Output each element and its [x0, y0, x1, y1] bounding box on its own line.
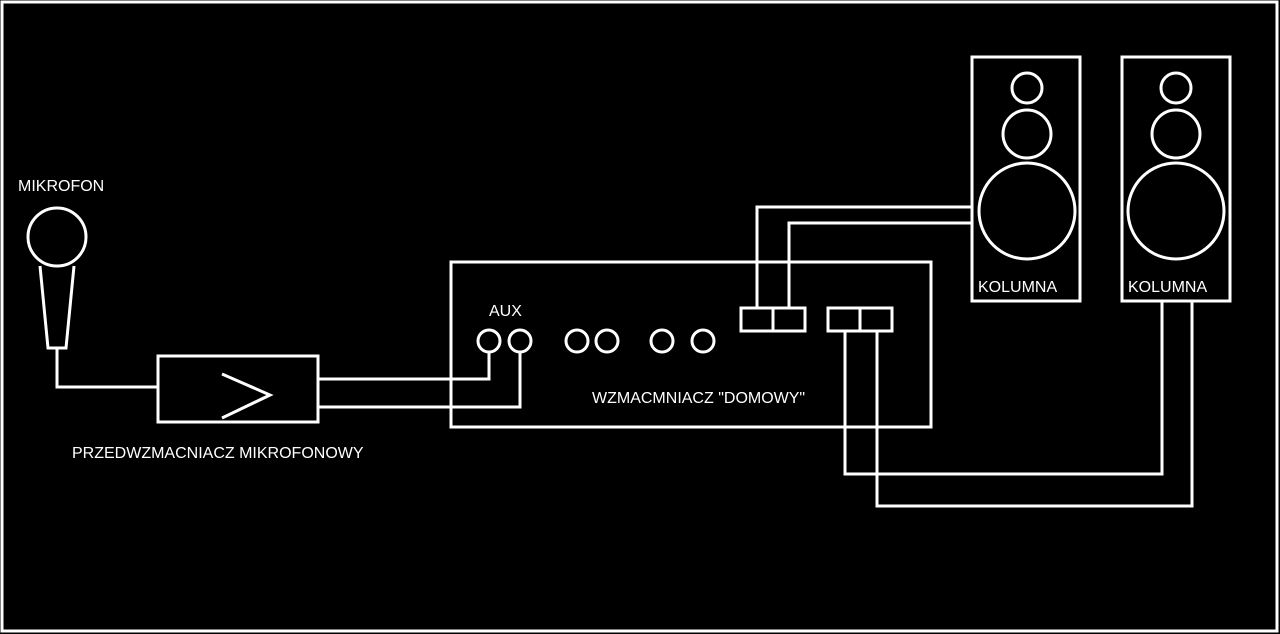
preamplifier-label: PRZEDWZMACNIACZ MIKROFONOWY — [72, 445, 364, 462]
knob-1 — [564, 328, 590, 354]
speaker-left-cabinet — [970, 55, 1082, 303]
knob-3 — [649, 328, 675, 354]
speaker-terminal-left-a — [739, 306, 775, 333]
knob-4 — [690, 328, 716, 354]
speaker-right-woofer — [1126, 161, 1226, 261]
microphone-head — [26, 206, 88, 268]
cable-left-speaker-b — [787, 221, 972, 308]
cable-right-speaker-a — [843, 301, 1164, 476]
speaker-left-label: KOLUMNA — [978, 279, 1057, 296]
amplifier-symbol — [221, 372, 274, 420]
preamplifier — [156, 354, 320, 424]
amplifier-box — [449, 260, 933, 429]
microphone-handle — [38, 265, 76, 350]
speaker-left-midrange — [1001, 108, 1053, 160]
cable-left-speaker-a — [755, 205, 972, 308]
amplifier-label: WZMACMNIACZ "DOMOWY" — [592, 390, 805, 407]
knob-2 — [594, 328, 620, 354]
speaker-left — [970, 55, 1082, 303]
cable-mic-preamp — [55, 348, 158, 389]
speaker-terminal-left-b — [771, 306, 807, 333]
speaker-terminal-right-a — [826, 306, 862, 333]
speaker-right-midrange — [1150, 108, 1202, 160]
speaker-right-tweeter — [1159, 71, 1193, 105]
preamplifier-box — [156, 354, 320, 424]
cable-preamp-aux-left — [318, 352, 491, 381]
cable-right-speaker-b — [875, 301, 1194, 508]
aux-jack-left — [476, 328, 502, 354]
microphone-label: MIKROFON — [18, 178, 104, 195]
aux-label: AUX — [489, 303, 522, 320]
aux-jack-right — [507, 328, 533, 354]
cable-preamp-aux-right — [318, 352, 522, 409]
speaker-left-tweeter — [1010, 71, 1044, 105]
speaker-terminal-right-b — [858, 306, 894, 333]
speaker-right — [1120, 55, 1232, 303]
microphone — [26, 206, 88, 350]
speaker-left-woofer — [977, 161, 1077, 261]
speaker-right-cabinet — [1120, 55, 1232, 303]
speaker-right-label: KOLUMNA — [1128, 279, 1207, 296]
